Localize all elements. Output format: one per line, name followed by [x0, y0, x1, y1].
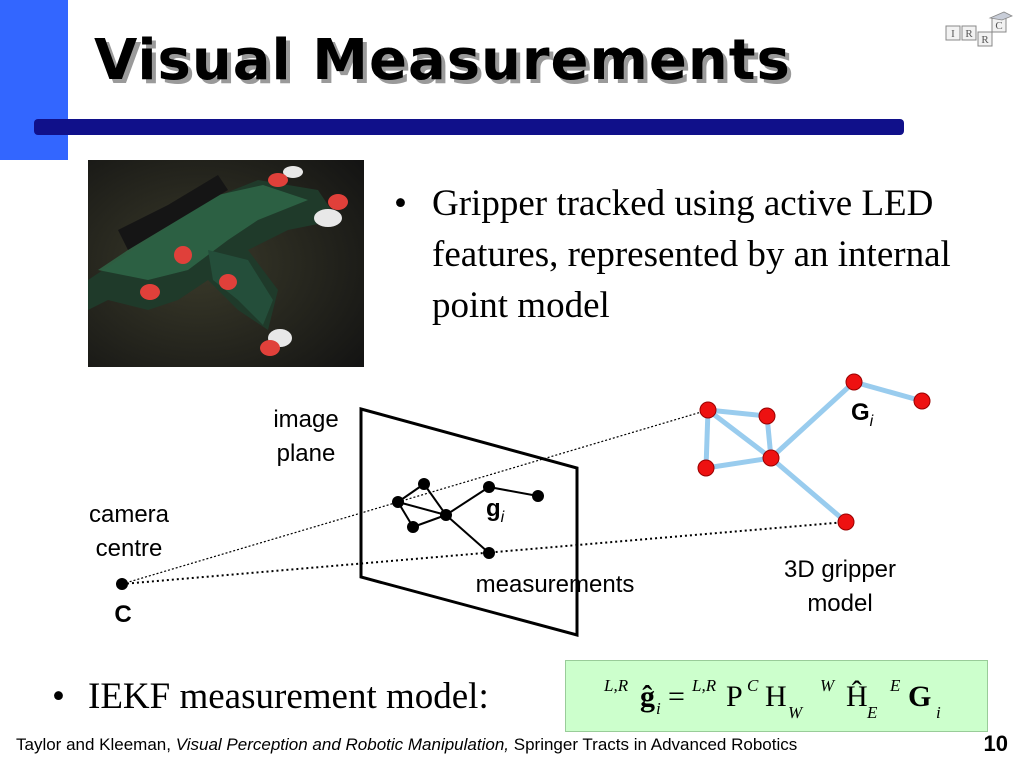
irrc-logo: I R R C — [945, 11, 1013, 47]
gripper-model-edges — [703, 379, 925, 525]
slide-title: Visual Measurements — [94, 28, 791, 93]
bullet-text: Gripper tracked using active LED feature… — [432, 183, 951, 326]
footer-book: Visual Perception and Robotic Manipulati… — [175, 735, 510, 754]
measurement-point — [392, 496, 404, 508]
measurement-point — [440, 509, 452, 521]
G-i-sub: i — [870, 413, 874, 430]
formula-h2: Ĥ — [846, 680, 868, 713]
formula-h2-sub: E — [866, 703, 878, 722]
bullet-marker: • — [394, 183, 407, 224]
logo-letter-r2: R — [981, 34, 989, 46]
formula-h1-sub: W — [788, 703, 804, 722]
image-plane-label-1: image — [273, 406, 338, 433]
logo-letter-i: I — [951, 28, 955, 40]
formula-box: L,R ĝ i = L,R P C H W W Ĥ E E G i — [565, 660, 988, 732]
measurement-diagram: image plane camera centre C measurements… — [89, 373, 931, 637]
led-point — [697, 459, 715, 477]
camera-centre-point — [116, 578, 128, 590]
led-point — [913, 392, 931, 410]
model-label-2: model — [807, 590, 872, 617]
g-i-label: gi — [486, 495, 505, 526]
footer-series: Springer Tracts in Advanced Robotics — [513, 735, 798, 754]
G-i-main: G — [851, 399, 870, 426]
measurement-point — [407, 521, 419, 533]
formula-lhs-sup: L,R — [603, 676, 629, 695]
formula-equals: = — [668, 680, 685, 713]
measurement-point — [483, 481, 495, 493]
image-plane-label-2: plane — [277, 440, 336, 467]
iekf-formula: L,R ĝ i = L,R P C H W W Ĥ E E G i — [603, 676, 941, 722]
page-number: 10 — [983, 731, 1008, 756]
measurement-point — [532, 490, 544, 502]
G-i-label: Gi — [851, 399, 874, 430]
formula-g-sub: i — [936, 703, 941, 722]
led-point — [758, 407, 776, 425]
formula-g: G — [908, 680, 931, 713]
camera-point-label: C — [114, 601, 131, 628]
formula-h2-sup: W — [820, 676, 836, 695]
formula-lhs: ĝ — [640, 680, 655, 713]
projection-ray-lower — [121, 521, 847, 585]
formula-h1: H — [765, 680, 787, 713]
bullet-text: IEKF measurement model: — [88, 676, 489, 717]
footer-author: Taylor and Kleeman, — [16, 735, 171, 754]
formula-lhs-sub: i — [656, 699, 661, 718]
g-i-sub: i — [501, 509, 505, 526]
bullet-marker: • — [52, 676, 65, 717]
measurements-label: measurements — [476, 571, 635, 598]
led-point — [699, 401, 717, 419]
logo-letter-r1: R — [965, 28, 973, 40]
formula-g-sup: E — [889, 676, 901, 695]
camera-label-1: camera — [89, 501, 170, 528]
g-i-main: g — [486, 495, 501, 522]
measurement-point — [418, 478, 430, 490]
gripper-photo — [88, 160, 364, 367]
formula-p-sup: L,R — [691, 676, 717, 695]
projection-ray-upper — [121, 409, 709, 585]
logo-letter-c: C — [995, 20, 1002, 32]
led-point — [762, 449, 780, 467]
led-point — [845, 373, 863, 391]
led-point — [837, 513, 855, 531]
formula-p-sup2: C — [747, 676, 759, 695]
model-label-1: 3D gripper — [784, 556, 896, 583]
title-underline — [34, 119, 904, 135]
footer-citation: Taylor and Kleeman, Visual Perception an… — [16, 735, 797, 755]
measurement-point — [483, 547, 495, 559]
image-plane — [359, 407, 579, 637]
formula-p: P — [726, 680, 743, 713]
accent-bar — [0, 0, 68, 160]
measurement-graph — [397, 483, 539, 554]
bullet-iekf: • IEKF measurement model: — [52, 674, 489, 720]
camera-label-2: centre — [96, 535, 163, 562]
